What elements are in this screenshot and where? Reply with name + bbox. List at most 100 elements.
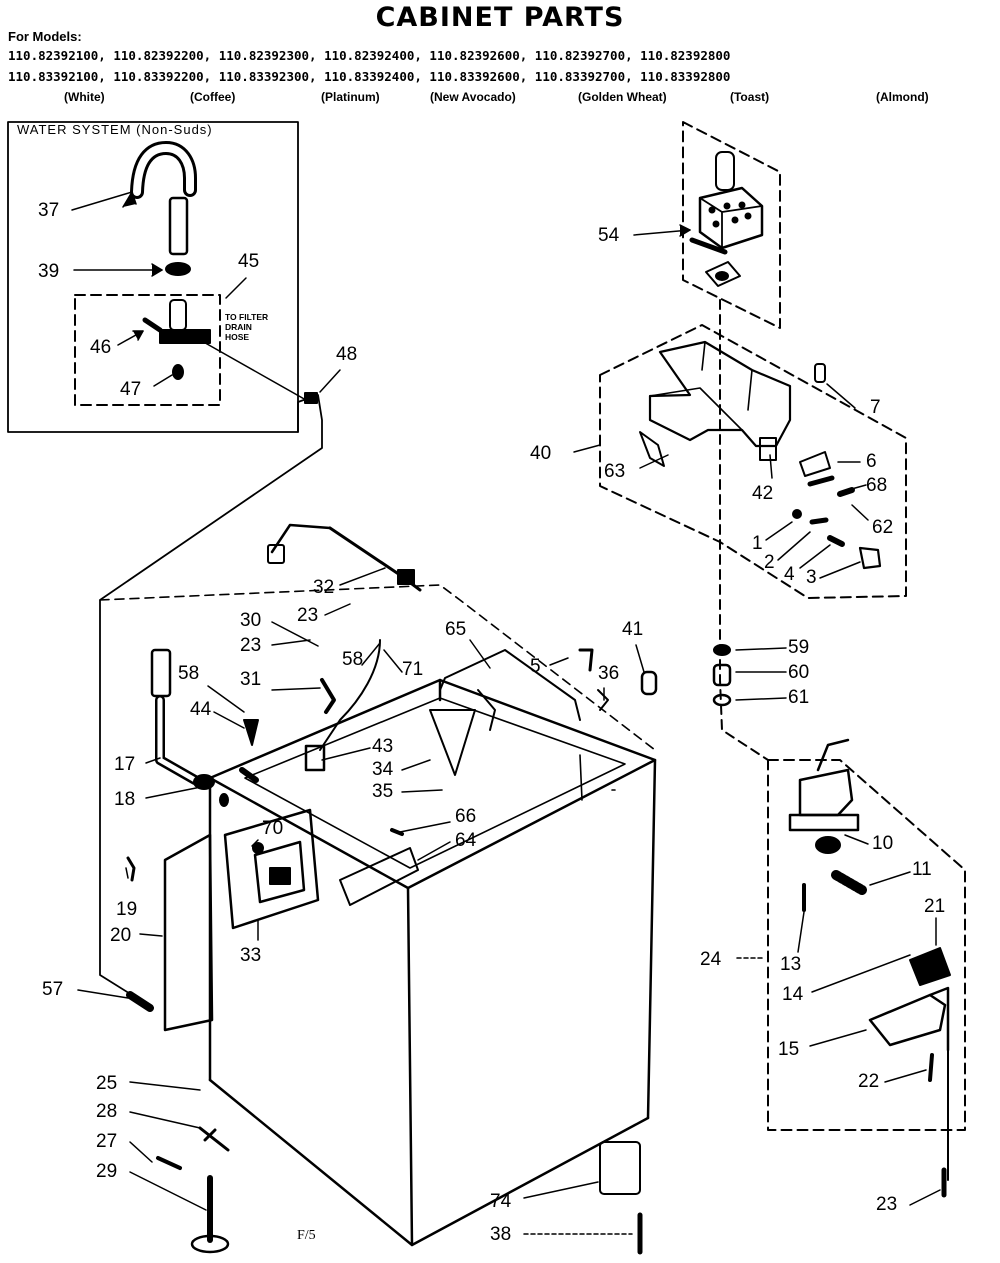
color-label: (Toast) (730, 90, 770, 104)
callout-label: 43 (372, 736, 394, 757)
cabinet-icon (208, 649, 657, 1247)
callout-label: 39 (38, 261, 60, 282)
color-label: (Platinum) (321, 90, 380, 104)
callout-label: 22 (858, 1071, 880, 1092)
for-models-label: For Models: (8, 29, 82, 44)
callout-label: 45 (238, 251, 260, 272)
color-label: (White) (64, 90, 105, 104)
control-box-icon (223, 808, 320, 930)
page-title: CABINET PARTS (375, 2, 625, 33)
callout-label: 18 (114, 789, 136, 810)
callout-label: 6 (866, 451, 877, 472)
callout-label: 46 (90, 337, 112, 358)
callout-label: 21 (924, 896, 946, 917)
callout-label: 15 (778, 1039, 800, 1060)
callout-label: 42 (752, 483, 774, 504)
callout-label: 58 (178, 663, 200, 684)
water-system-box (7, 121, 323, 1001)
color-label: (New Avocado) (430, 90, 516, 104)
callout-label: 1 (752, 533, 763, 554)
callout-label: 20 (110, 925, 132, 946)
callout-label: 10 (872, 833, 894, 854)
callout-label: 68 (866, 475, 888, 496)
hose-ring-icon (165, 262, 191, 276)
callout-label: 33 (240, 945, 262, 966)
callout-label: 28 (96, 1101, 118, 1122)
rings-icon (712, 644, 732, 707)
side-panel-icon (163, 833, 214, 1032)
callout-label: 23 (240, 635, 262, 656)
leader-lines-water (71, 191, 341, 401)
leader-lines-console (573, 383, 869, 701)
models-row-1: 110.82392100, 110.82392200, 110.82392300… (8, 48, 731, 63)
callout-label: 14 (782, 984, 804, 1005)
callout-label: 37 (38, 200, 60, 221)
callout-label: 38 (490, 1224, 512, 1245)
callout-label: 11 (912, 859, 932, 880)
valve-dashed-box (767, 759, 966, 1131)
callout-label: 48 (336, 344, 358, 365)
callout-label: 29 (96, 1161, 118, 1182)
power-cord-icon (267, 523, 422, 751)
elbow-hose-icon (130, 141, 197, 199)
callout-label: 65 (445, 619, 467, 640)
callout-label: 25 (96, 1073, 118, 1094)
callout-label: 35 (372, 781, 394, 802)
callout-label: 54 (598, 225, 620, 246)
console-to-valve-line (719, 299, 769, 761)
callout-label: 2 (764, 552, 775, 573)
filter-note: TO FILTER DRAIN HOSE (225, 312, 269, 342)
callout-label: 5 (530, 656, 541, 677)
water-valve-icon (788, 738, 951, 1198)
callout-label: 32 (313, 577, 335, 598)
clip-icon (304, 392, 318, 404)
callout-label: 61 (788, 687, 810, 708)
callout-label: 47 (120, 379, 142, 400)
callout-label: 17 (114, 754, 136, 775)
straight-hose-icon (168, 196, 189, 256)
callout-label: 13 (780, 954, 802, 975)
color-label: (Coffee) (190, 90, 236, 104)
timer-icon (689, 151, 764, 287)
callout-label: 70 (262, 818, 284, 839)
tee-fitting-icon (142, 299, 211, 380)
rear-panel-line (99, 584, 656, 751)
callout-label: 60 (788, 662, 810, 683)
callout-label: 44 (190, 699, 212, 720)
callout-label: 59 (788, 637, 810, 658)
console-dashed-box (599, 324, 907, 599)
callout-label: 74 (490, 1191, 512, 1212)
callout-label: 58 (342, 649, 364, 670)
color-label: (Golden Wheat) (578, 90, 667, 104)
callout-label: 24 (700, 949, 722, 970)
callout-label: 23 (297, 605, 319, 626)
models-row-2: 110.83392100, 110.83392200, 110.83392300… (8, 69, 731, 84)
callout-label: 41 (622, 619, 644, 640)
page-number: F/5 (297, 1228, 316, 1243)
leader-lines-valve (736, 834, 941, 1206)
callout-label: 4 (784, 564, 795, 585)
callout-label: 57 (42, 979, 64, 1000)
callout-label: 64 (455, 830, 477, 851)
callout-label: 19 (116, 899, 138, 920)
callout-label: 71 (402, 659, 424, 680)
console-icon (639, 340, 882, 570)
callout-label: 3 (806, 567, 817, 588)
callout-label: 40 (530, 443, 552, 464)
callout-label: 27 (96, 1131, 118, 1152)
fitting-dashed-box (74, 294, 221, 406)
callout-label: 36 (598, 663, 620, 684)
color-labels: (White) (Coffee) (Platinum) (New Avocado… (8, 90, 988, 106)
color-label: (Almond) (876, 90, 929, 104)
fill-hose-icon (150, 648, 229, 807)
callout-label: 63 (604, 461, 626, 482)
callout-label: 66 (455, 806, 477, 827)
callout-label: 34 (372, 759, 394, 780)
water-system-label: WATER SYSTEM (Non-Suds) (17, 122, 213, 137)
callout-label: 23 (876, 1194, 898, 1215)
callout-label: 30 (240, 610, 262, 631)
leader-lines-cabinet (77, 567, 645, 1235)
callout-label: 31 (240, 669, 262, 690)
callout-label: 62 (872, 517, 894, 538)
